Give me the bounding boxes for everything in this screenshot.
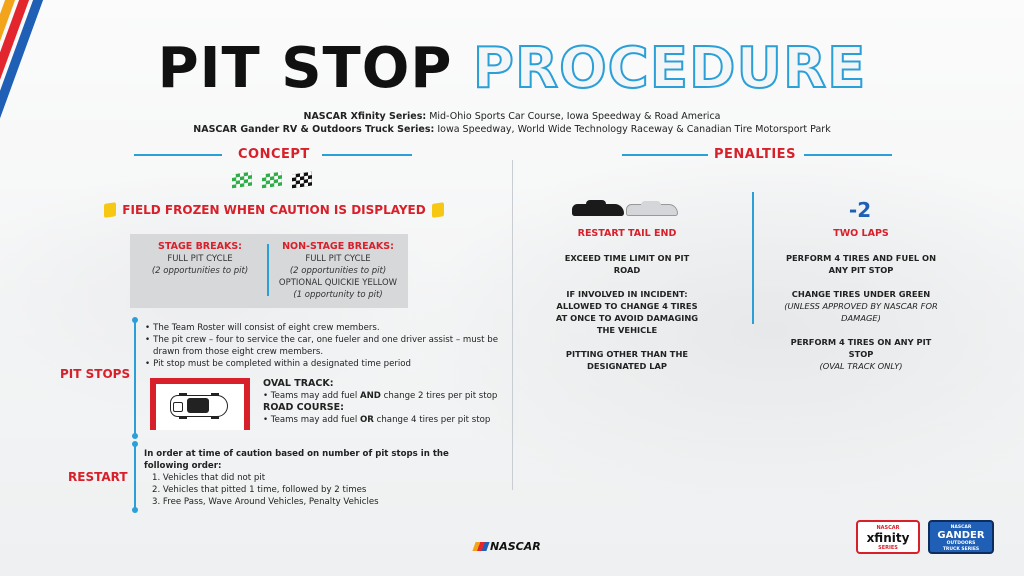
list-item: The Team Roster will consist of eight cr…	[145, 322, 505, 334]
two-laps-heading: TWO LAPS	[833, 228, 889, 239]
minus-two-laps: -2	[848, 198, 872, 222]
stage-breaks-heading: STAGE BREAKS:	[158, 241, 242, 252]
divider-rule	[134, 154, 222, 156]
logo-text: TRUCK SERIES	[942, 547, 980, 552]
list-item: 1. Vehicles that did not pit	[152, 473, 266, 483]
restart-order: In order at time of caution based on num…	[144, 448, 464, 508]
restart-bracket	[134, 444, 136, 510]
restart-list: 1. Vehicles that did not pit 2. Vehicles…	[144, 472, 464, 508]
penalty-item: PERFORM 4 TIRES AND FUEL ON ANY PIT STOP	[785, 253, 937, 275]
series-subtitles: NASCAR Xfinity Series: Mid-Ohio Sports C…	[0, 110, 1024, 136]
restart-tail-end-column: RESTART TAIL END EXCEED TIME LIMIT ON PI…	[552, 228, 702, 384]
penalty-item: PERFORM 4 TIRES ON ANY PIT STOP (OVAL TRA…	[778, 336, 944, 372]
divider-rule	[804, 154, 892, 156]
list-item: 3. Free Pass, Wave Around Vehicles, Pena…	[152, 497, 379, 507]
race-car-icon	[170, 393, 228, 419]
logo-text: NASCAR	[876, 525, 900, 531]
non-stage-breaks-heading: NON-STAGE BREAKS:	[282, 241, 394, 252]
restart-tail-end-heading: RESTART TAIL END	[577, 228, 677, 239]
logo-text: OUTDOORS	[946, 541, 976, 546]
bracket-dot	[132, 507, 138, 513]
breaks-panel: STAGE BREAKS: FULL PIT CYCLE (2 opportun…	[130, 234, 408, 308]
penalty-text: CHANGE TIRES UNDER GREEN	[791, 289, 931, 299]
track-rules: OVAL TRACK: • Teams may add fuel AND cha…	[263, 378, 523, 426]
series-name: NASCAR Gander RV & Outdoors Truck Series…	[193, 124, 435, 135]
nascar-logo: NASCAR	[472, 540, 541, 553]
rule-text: • Teams may add fuel	[263, 391, 360, 401]
penalty-note: (OVAL TRACK ONLY)	[819, 361, 903, 371]
list-item: 2. Vehicles that pitted 1 time, followed…	[152, 485, 367, 495]
stage-breaks-line: FULL PIT CYCLE	[167, 254, 233, 264]
pit-stops-list: The Team Roster will consist of eight cr…	[145, 322, 505, 370]
non-stage-breaks-line: FULL PIT CYCLE	[305, 254, 371, 264]
two-laps-column: TWO LAPS PERFORM 4 TIRES AND FUEL ON ANY…	[778, 228, 944, 384]
nascar-bars-icon	[472, 542, 490, 551]
penalty-item: EXCEED TIME LIMIT ON PIT ROAD	[564, 253, 690, 275]
bracket-dot	[132, 441, 138, 447]
white-car-icon	[626, 201, 678, 216]
checkered-flag-icon	[292, 171, 312, 189]
concept-heading: CONCEPT	[238, 147, 310, 162]
field-frozen-text: FIELD FROZEN WHEN CAUTION IS DISPLAYED	[122, 203, 426, 217]
divider-rule	[322, 154, 412, 156]
nascar-logo-text: NASCAR	[490, 540, 541, 553]
pit-stops-label: PIT STOPS	[60, 367, 131, 381]
list-item: Pit stop must be completed within a desi…	[145, 358, 505, 370]
oval-track-rule: • Teams may add fuel AND change 2 tires …	[263, 390, 523, 402]
title-part-2: PROCEDURE	[472, 35, 867, 102]
rule-text: • Teams may add fuel	[263, 415, 360, 425]
pit-box-car-icon	[150, 378, 250, 430]
subtitle-xfinity: NASCAR Xfinity Series: Mid-Ohio Sports C…	[0, 110, 1024, 123]
oval-track-heading: OVAL TRACK:	[263, 378, 334, 389]
divider-rule	[622, 154, 708, 156]
xfinity-series-logo: NASCAR xfinity SERIES	[856, 520, 920, 554]
rule-keyword: AND	[359, 391, 381, 401]
logo-text: xfinity	[866, 531, 910, 545]
pit-stops-bracket	[134, 320, 136, 436]
subtitle-truck: NASCAR Gander RV & Outdoors Truck Series…	[0, 123, 1024, 136]
rule-keyword: OR	[359, 415, 374, 425]
series-name: NASCAR Xfinity Series:	[303, 111, 427, 122]
penalty-note: (UNLESS APPROVED BY NASCAR FOR DAMAGE)	[784, 301, 938, 323]
non-stage-breaks-line: OPTIONAL QUICKIE YELLOW	[278, 278, 398, 288]
penalties-heading: PENALTIES	[714, 147, 796, 162]
bracket-dot	[132, 433, 138, 439]
penalty-text: PERFORM 4 TIRES ON ANY PIT STOP	[790, 337, 932, 359]
penalty-item: PITTING OTHER THAN THE DESIGNATED LAP	[565, 349, 689, 371]
logo-text: SERIES	[878, 545, 898, 551]
rule-text: change 2 tires per pit stop	[380, 391, 498, 401]
road-course-heading: ROAD COURSE:	[263, 402, 344, 413]
black-car-icon	[572, 200, 624, 216]
rule-text: change 4 tires per pit stop	[373, 415, 491, 425]
non-stage-breaks-note: (2 opportunities to pit)	[289, 266, 387, 276]
road-course-rule: • Teams may add fuel OR change 4 tires p…	[263, 414, 523, 426]
list-item: The pit crew – four to service the car, …	[145, 334, 505, 358]
yellow-flag-icon	[431, 202, 444, 218]
flag-row	[232, 171, 312, 189]
logo-text: GANDER	[937, 530, 985, 541]
non-stage-breaks-note: (1 opportunity to pit)	[293, 290, 383, 300]
stage-breaks-note: (2 opportunities to pit)	[151, 266, 249, 276]
bracket-dot	[132, 317, 138, 323]
stage-breaks: STAGE BREAKS: FULL PIT CYCLE (2 opportun…	[138, 241, 262, 277]
yellow-flag-icon	[104, 202, 117, 218]
breaks-divider	[267, 244, 269, 296]
restart-intro: In order at time of caution based on num…	[144, 449, 449, 471]
column-divider	[512, 160, 513, 490]
gander-truck-series-logo: NASCAR GANDER OUTDOORS TRUCK SERIES	[928, 520, 994, 554]
title-part-1: PIT STOP	[157, 36, 453, 101]
page-title: PIT STOP PROCEDURE	[0, 35, 1024, 102]
penalty-item: IF INVOLVED IN INCIDENT: ALLOWED TO CHAN…	[555, 289, 699, 335]
green-flag-icon	[262, 171, 282, 189]
penalty-item: CHANGE TIRES UNDER GREEN (UNLESS APPROVED…	[778, 288, 944, 324]
green-flag-icon	[232, 171, 252, 189]
non-stage-breaks: NON-STAGE BREAKS: FULL PIT CYCLE (2 oppo…	[272, 241, 404, 301]
logo-text: NASCAR	[950, 525, 972, 530]
penalties-divider	[752, 192, 754, 324]
series-tracks: Mid-Ohio Sports Car Course, Iowa Speedwa…	[429, 111, 721, 122]
field-frozen-banner: FIELD FROZEN WHEN CAUTION IS DISPLAYED	[104, 202, 444, 218]
series-tracks: Iowa Speedway, World Wide Technology Rac…	[437, 124, 831, 135]
restart-label: RESTART	[68, 470, 128, 484]
